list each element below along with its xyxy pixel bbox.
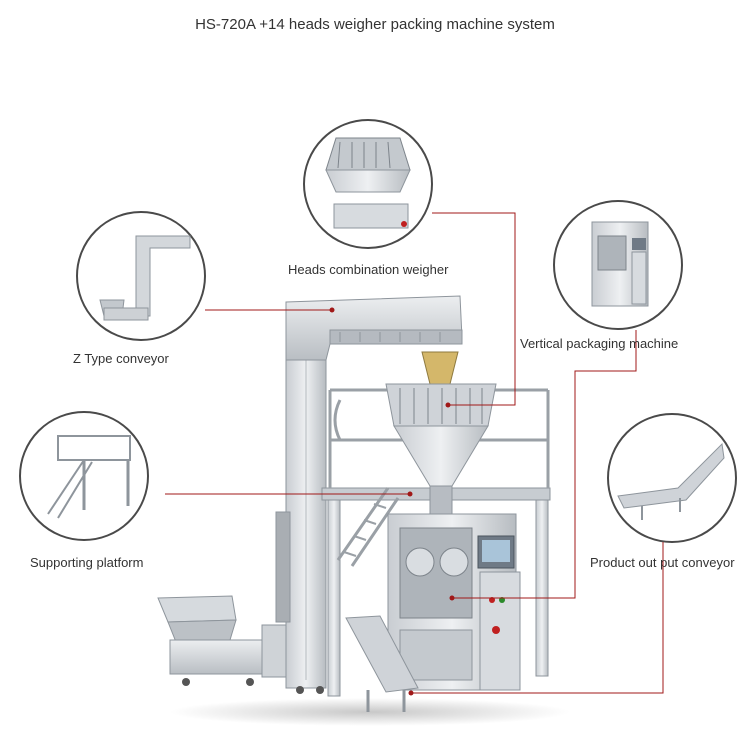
z-conveyor-top-beam — [285, 295, 463, 361]
floor-shadow — [170, 698, 570, 726]
label-product-output-conveyor: Product out put conveyor — [590, 555, 735, 570]
z-conveyor-column — [275, 317, 327, 694]
supporting-platform-callout-circle — [19, 411, 149, 541]
label-supporting-platform: Supporting platform — [30, 555, 144, 570]
combination-weigher — [385, 351, 497, 515]
label-z-type-conveyor: Z Type conveyor — [73, 351, 169, 366]
label-vertical-packaging-machine: Vertical packaging machine — [520, 336, 679, 351]
z-conveyor-callout-circle — [76, 211, 206, 341]
main-machine — [157, 295, 551, 712]
output-conveyor — [345, 615, 419, 712]
leader-vertical-packaging — [452, 330, 637, 599]
heads-weigher-callout-circle — [303, 119, 433, 249]
output-conveyor-callout-circle — [607, 413, 737, 543]
leader-lines — [165, 212, 664, 696]
vertical-packaging-callout-circle — [553, 200, 683, 330]
label-heads-combination-weigher: Heads combination weigher — [288, 262, 449, 277]
leader-output-conveyor — [411, 542, 664, 694]
page-title: HS-720A +14 heads weigher packing machin… — [195, 16, 555, 33]
vertical-packaging-body — [387, 513, 521, 691]
leader-heads-weigher — [432, 212, 516, 406]
